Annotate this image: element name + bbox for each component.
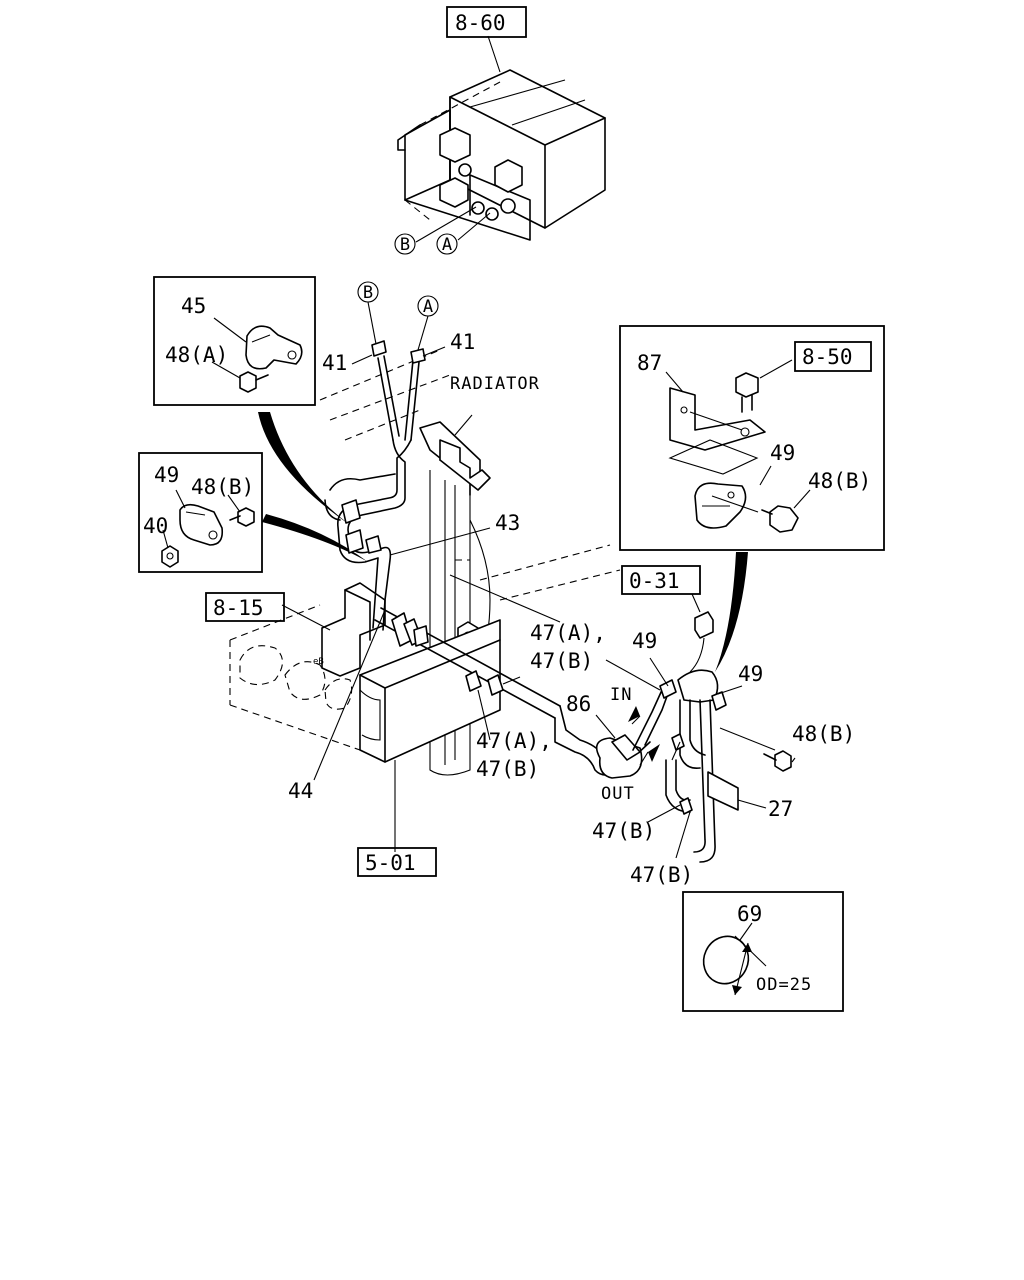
part-40-label: 40 — [143, 514, 168, 538]
circle-b-mid-label: B — [363, 283, 373, 303]
part-45-label: 45 — [181, 294, 206, 318]
part-43-label: 43 — [495, 511, 520, 535]
circle-marker-a-mid: A — [417, 295, 439, 351]
part-48a-inset-label: 48(A) — [165, 343, 228, 367]
inset-clip-49 — [138, 452, 263, 573]
clip-49-drawing — [161, 489, 255, 568]
part-47b-3-label: 47(B) — [592, 819, 655, 843]
clip-45-drawing — [211, 317, 303, 393]
part-48b-right-label: 48(B) — [792, 722, 855, 746]
in-label: IN — [610, 685, 632, 705]
callout-stroke-45 — [258, 412, 350, 525]
part-41-left-label: 41 — [322, 351, 347, 375]
hose-assembly-left — [313, 340, 561, 781]
part-69-label: 69 — [737, 902, 762, 926]
bracket-87-drawing — [665, 359, 811, 533]
inset-bracket-87 — [619, 325, 885, 551]
part-47b-4-label: 47(B) — [630, 863, 693, 887]
ref-box-5-01 — [357, 847, 437, 877]
ref-label-8-60: 8-60 — [455, 11, 506, 35]
ref-label-0-31: 0-31 — [629, 569, 680, 593]
part-49-inset-label: 49 — [154, 463, 179, 487]
part-44-label: 44 — [288, 779, 313, 803]
svg-text:eB: eB — [313, 657, 324, 667]
part-41-right-label: 41 — [450, 330, 475, 354]
heater-unit-drawing — [397, 35, 606, 243]
frame-member-drawing: eB — [229, 582, 501, 852]
cap-69-drawing — [702, 922, 767, 996]
out-label: OUT — [601, 784, 635, 804]
ref-box-8-15 — [205, 592, 285, 622]
part-86-label: 86 — [566, 692, 591, 716]
part-47a-1-label: 47(A), — [530, 621, 606, 645]
circle-a-mid-label: A — [423, 297, 433, 317]
part-49-box-label: 49 — [770, 441, 795, 465]
ref-label-8-50: 8-50 — [802, 345, 853, 369]
part-49-right-label: 49 — [738, 662, 763, 686]
ref-box-8-60 — [446, 6, 527, 38]
circle-a-top-label: A — [442, 235, 452, 255]
callout-stroke-49 — [262, 514, 368, 562]
ref-box-8-50 — [794, 341, 872, 372]
part-49-mid-label: 49 — [632, 629, 657, 653]
part-48b-box-label: 48(B) — [808, 469, 871, 493]
circle-b-top-label: B — [400, 235, 410, 255]
part-47b-1-label: 47(B) — [530, 649, 593, 673]
callout-stroke-8-50 — [715, 552, 748, 672]
part-47a-2-label: 47(A), — [476, 729, 552, 753]
circle-marker-a-top: A — [436, 233, 458, 255]
ref-label-5-01: 5-01 — [365, 851, 416, 875]
ref-box-0-31 — [621, 565, 701, 595]
hose-assembly-right — [554, 593, 796, 863]
part-87-label: 87 — [637, 351, 662, 375]
inset-cap-69 — [682, 891, 844, 1012]
part-27-label: 27 — [768, 797, 793, 821]
part-47b-2-label: 47(B) — [476, 757, 539, 781]
part-48b-inset-label: 48(B) — [191, 475, 254, 499]
circle-marker-b-top: B — [394, 233, 416, 255]
od-label: OD=25 — [756, 975, 812, 995]
circle-marker-b-mid: B — [357, 281, 379, 345]
inset-clip-45 — [153, 276, 316, 406]
radiator-label: RADIATOR — [450, 374, 540, 394]
ref-label-8-15: 8-15 — [213, 596, 264, 620]
